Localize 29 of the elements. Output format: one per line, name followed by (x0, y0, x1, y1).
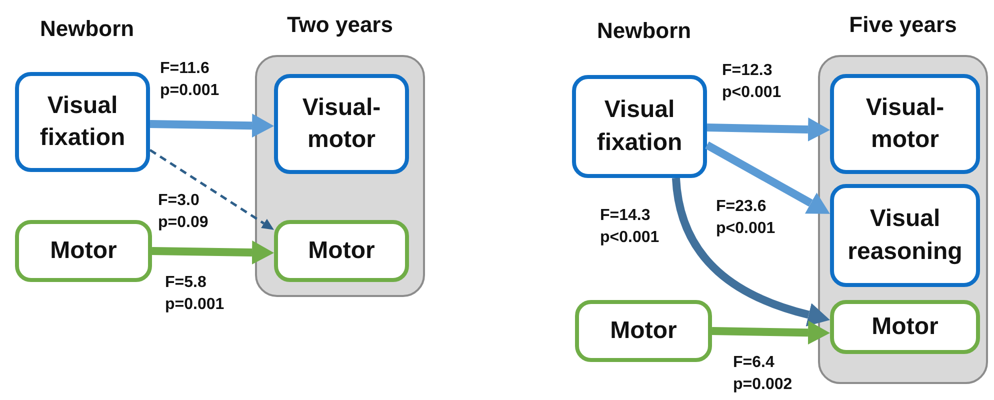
box-label: Motor (609, 316, 678, 346)
rounded-box (15, 72, 150, 172)
group-heading: Two years (286, 12, 394, 38)
box-label: Visual reasoning (846, 204, 964, 266)
box-label: Visual-motor (301, 92, 382, 155)
dashed-arrow (149, 148, 274, 230)
rounded-box (575, 300, 712, 362)
arrow (712, 320, 830, 345)
group-heading: Five years (848, 12, 958, 38)
rounded-box (274, 74, 409, 174)
box-label: Visual fixation (596, 95, 684, 158)
arrow (150, 114, 274, 138)
column-heading: Newborn (597, 18, 692, 44)
rounded-box (830, 184, 980, 287)
box-label: Motor (870, 312, 940, 342)
column-heading: Newborn (40, 16, 134, 42)
box-label: Visual fixation (38, 90, 126, 153)
box-label: Visual-motor (864, 92, 946, 155)
rounded-box (274, 220, 409, 282)
arrow (152, 240, 274, 265)
rounded-box (830, 300, 980, 354)
rounded-box (15, 220, 152, 282)
box-label: Motor (49, 236, 118, 266)
arrow (705, 142, 830, 214)
rounded-box (572, 75, 707, 178)
arrow (706, 118, 830, 142)
box-label: Motor (307, 236, 376, 266)
arrow (672, 178, 830, 326)
rounded-box (830, 74, 980, 174)
